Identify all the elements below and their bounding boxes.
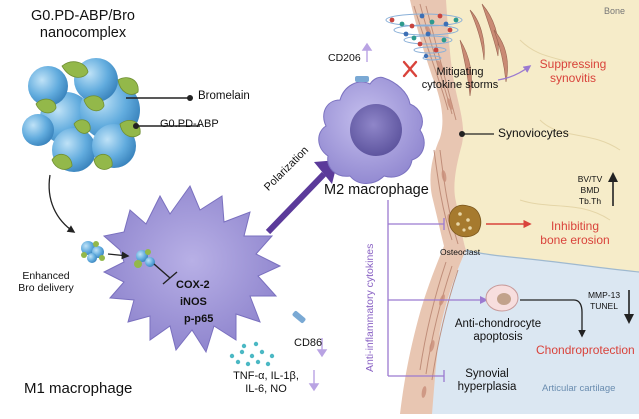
legend-pointers <box>126 95 200 129</box>
bone-label: Bone <box>604 6 626 16</box>
tnf-line1: TNF-α, IL-1β, <box>233 370 299 382</box>
mmp13-down-arrow <box>624 290 634 324</box>
suppressing-synovitis-label: Suppressing synovitis <box>528 57 618 86</box>
m2-macrophage-cell <box>318 76 425 184</box>
bone-metrics-up-arrow <box>608 172 618 206</box>
m2-title: M2 macrophage <box>324 182 429 198</box>
down-arrows <box>308 338 328 392</box>
inhibiting-erosion-label: Inhibiting bone erosion <box>532 219 618 248</box>
anti-chondro-line1: Anti-chondrocyte <box>454 318 542 330</box>
osteoclast-cell <box>448 204 482 238</box>
mitigating-line1: Mitigating <box>436 66 484 78</box>
synovial-line2: hyperplasia <box>457 381 517 394</box>
chondroprotection-arrow <box>520 299 586 338</box>
cd206-receptor-icon <box>355 76 369 82</box>
inhibiting-line1: Inhibiting <box>550 219 600 233</box>
inos-label: iNOS <box>180 296 207 309</box>
cytokine-storm-icon <box>385 13 463 61</box>
m1-markers: COX-2 iNOS p-p65 <box>176 277 213 328</box>
tbth-label: Tb.Th <box>578 196 602 207</box>
title-block: G0.PD-ABP/Bro nanocomplex <box>8 8 158 41</box>
synoviocyte-cells <box>459 3 508 97</box>
uptake-arrow <box>107 251 130 260</box>
inhibition-cox2 <box>153 263 178 285</box>
anti-chondro-line2: apoptosis <box>473 331 523 344</box>
chondroprotection-label: Chondroprotection <box>536 343 635 357</box>
delivered-particles <box>81 241 105 263</box>
cytokine-dots <box>229 341 275 367</box>
cox2-label: COX-2 <box>176 279 210 291</box>
chondrocyte-cell <box>485 284 519 312</box>
anti-inflammatory-label: Anti-inflammatory cytokines <box>364 243 376 372</box>
bromelain-label: Bromelain <box>198 90 250 102</box>
suppressing-line1: Suppressing <box>539 57 607 71</box>
anti-chondrocyte-label: Anti-chondrocyte apoptosis <box>448 318 548 344</box>
synoviocytes-label: Synoviocytes <box>498 126 569 140</box>
suppress-arrow <box>497 65 532 81</box>
inhibiting-line2: bone erosion <box>540 232 610 247</box>
enhanced-delivery-label: Enhanced Bro delivery <box>10 270 82 294</box>
synoviocytes-pointer <box>459 131 494 137</box>
nanocomplex-graphic <box>22 58 141 172</box>
tnf-label: TNF-α, IL-1β, IL-6, NO <box>226 370 306 395</box>
m1-title: M1 macrophage <box>24 380 133 397</box>
cd206-up-arrow <box>361 42 373 62</box>
mitigating-label: Mitigating cytokine storms <box>414 66 506 91</box>
synovial-line1: Synovial <box>465 368 509 380</box>
bone-region <box>440 0 639 272</box>
chondro-arrow-head <box>480 296 488 304</box>
anti-inflammatory-bracket <box>387 200 480 382</box>
synovial-hyperplasia-label: Synovial hyperplasia <box>452 368 522 394</box>
m1-macrophage-cell <box>102 184 282 354</box>
bmd-label: BMD <box>580 185 600 196</box>
title-line2: nanocomplex <box>39 24 127 41</box>
cd206-label: CD206 <box>328 52 361 64</box>
tnf-line2: IL-6, NO <box>245 382 287 395</box>
cd86-receptor-icon <box>292 311 306 323</box>
cartilage-region <box>430 249 639 414</box>
pp65-label: p-p65 <box>184 313 214 326</box>
enhanced-line1: Enhanced <box>22 270 70 282</box>
cd86-label: CD86 <box>294 337 323 349</box>
mitigating-line2: cytokine storms <box>421 78 499 91</box>
mmp13-label: MMP-13 <box>587 290 621 300</box>
title-line1: G0.PD-ABP/Bro <box>31 8 135 24</box>
osteoclast-label: Osteoclast <box>440 247 481 257</box>
bone-metrics: BV/TV BMD Tb.Th <box>572 174 608 207</box>
cartilage-metrics: MMP-13 TUNEL <box>584 290 624 312</box>
suppressing-line2: synovitis <box>549 70 596 85</box>
tunel-label: TUNEL <box>590 301 618 312</box>
cross-icon <box>402 60 418 78</box>
delivery-arrow <box>48 174 76 233</box>
bone-trabeculae <box>519 39 621 221</box>
articular-cartilage-label: Articular cartilage <box>542 383 616 394</box>
g0pdabp-label: G0.PD-ABP <box>160 118 219 130</box>
bvtv-label: BV/TV <box>577 174 603 184</box>
enhanced-line2: Bro delivery <box>18 282 74 295</box>
